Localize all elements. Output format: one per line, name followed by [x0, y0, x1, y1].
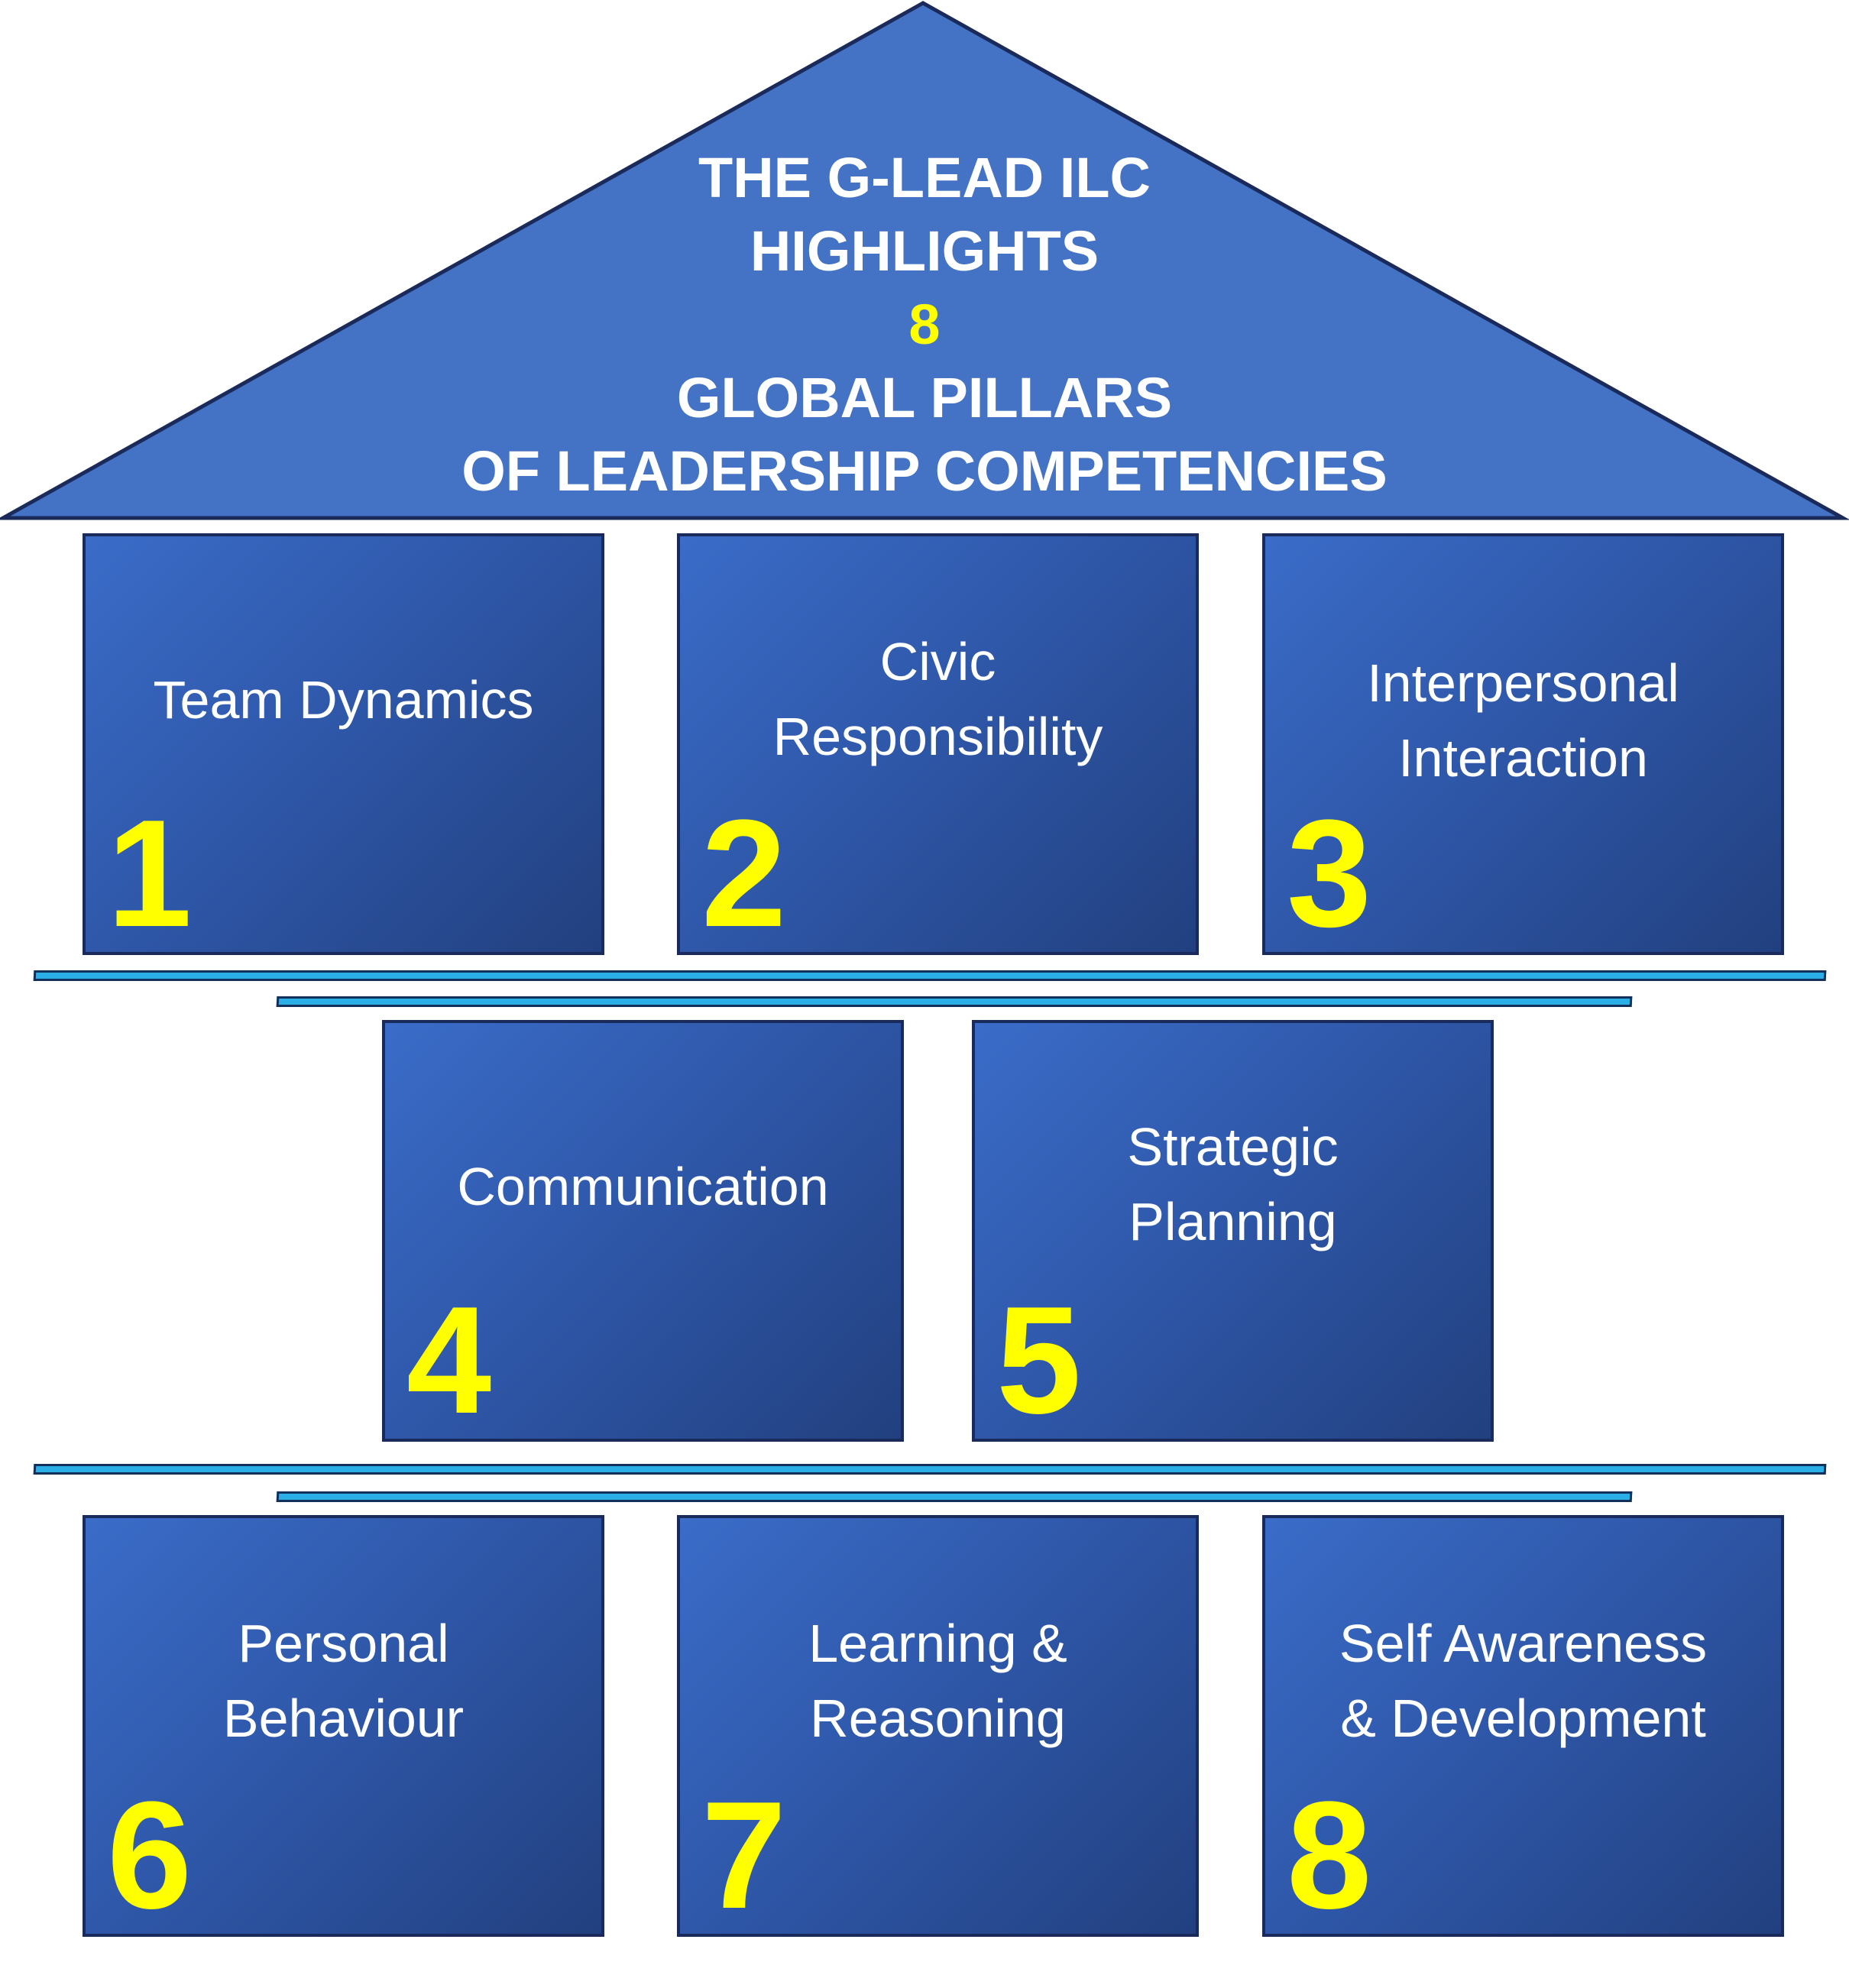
beam-lower-wide — [33, 1464, 1827, 1475]
pillar-number: 8 — [1287, 1770, 1372, 1941]
pillar-number: 7 — [701, 1770, 787, 1941]
pillar-5: Strategic Planning 5 — [972, 1020, 1494, 1442]
roof-title-line-2: HIGHLIGHTS — [750, 219, 1099, 283]
pillar-7: Learning & Reasoning 7 — [677, 1515, 1199, 1937]
roof-title-line-3: GLOBAL PILLARS — [676, 366, 1173, 429]
roof-title: THE G-LEAD ILC HIGHLIGHTS 8 GLOBAL PILLA… — [0, 141, 1849, 508]
beam-lower-narrow — [276, 1491, 1633, 1502]
pillar-number: 6 — [107, 1770, 193, 1941]
pillar-number: 1 — [107, 788, 193, 959]
pillar-number: 5 — [996, 1275, 1082, 1446]
pillar-label: Learning & Reasoning — [808, 1614, 1067, 1748]
pillar-number: 3 — [1287, 788, 1372, 959]
pillar-6: Personal Behaviour 6 — [83, 1515, 604, 1937]
roof-title-line-1: THE G-LEAD ILC — [698, 146, 1151, 209]
pillar-2: Civic Responsibility 2 — [677, 533, 1199, 955]
roof-triangle — [0, 1, 1849, 520]
pillar-1: Team Dynamics 1 — [83, 533, 604, 955]
beam-upper-wide — [33, 970, 1827, 981]
pillar-label: Self Awareness & Development — [1339, 1614, 1708, 1748]
roof — [0, 1, 1849, 520]
pillar-8: Self Awareness & Development 8 — [1262, 1515, 1784, 1937]
pillar-3: Interpersonal Interaction 3 — [1262, 533, 1784, 955]
pillar-number: 4 — [406, 1275, 492, 1446]
pillar-label: Interpersonal Interaction — [1367, 653, 1679, 788]
pillar-label: Communication — [457, 1157, 829, 1216]
pillar-4: Communication 4 — [382, 1020, 904, 1442]
beam-upper-narrow — [276, 996, 1633, 1007]
pillar-label: Strategic Planning — [1127, 1117, 1339, 1251]
pillar-label: Team Dynamics — [153, 670, 534, 730]
pillar-number: 2 — [701, 788, 787, 959]
roof-title-line-4: OF LEADERSHIP COMPETENCIES — [461, 439, 1388, 503]
pillar-label: Civic Responsibility — [772, 632, 1103, 766]
roof-title-number: 8 — [908, 293, 941, 356]
pillar-label: Personal Behaviour — [222, 1614, 465, 1748]
